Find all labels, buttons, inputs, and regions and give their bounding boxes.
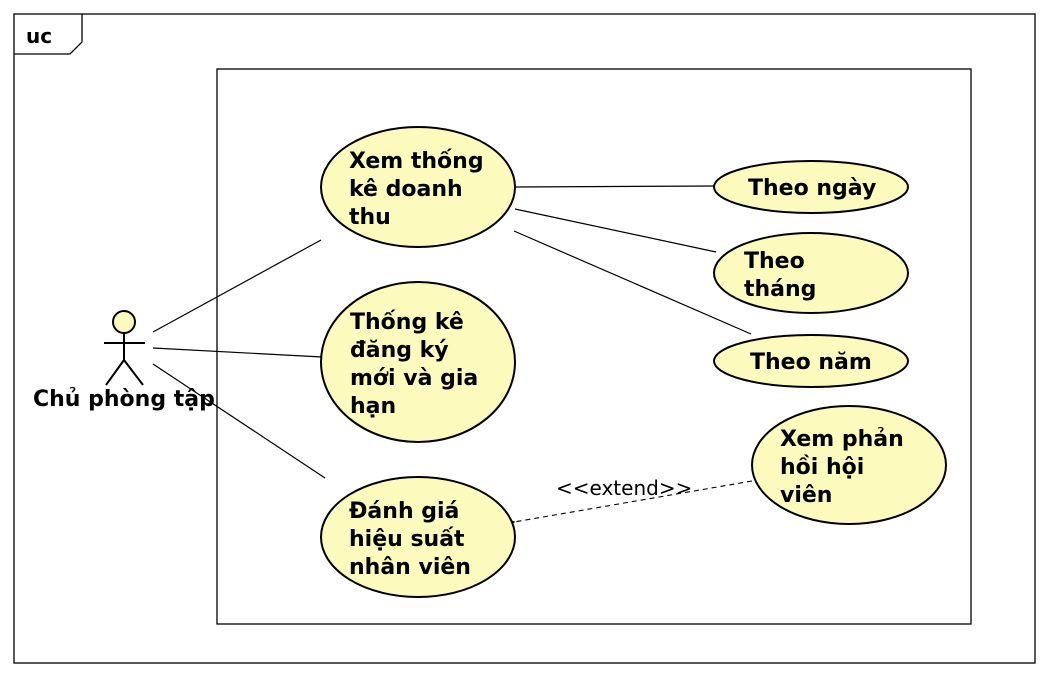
usecase-by-year-line-1: Theo năm	[750, 350, 872, 375]
actor-right-leg	[123, 359, 144, 386]
usecase-staff-performance-line-1: Đánh giá	[349, 499, 459, 524]
usecase-feedback-line-3: viên	[780, 483, 832, 508]
assoc-revenue-year	[513, 230, 752, 335]
usecase-feedback-shape	[751, 405, 947, 525]
usecase-by-day-label: Theo ngày	[748, 176, 876, 201]
usecase-revenue-line-2: kê doanh	[349, 177, 463, 202]
assoc-revenue-month	[514, 208, 717, 253]
extend-arrow	[514, 480, 753, 522]
extend-label: <<extend>>	[556, 476, 692, 500]
usecase-by-day[interactable]: Theo ngày	[713, 160, 909, 214]
usecase-registrations-line-3: mới và gia	[350, 366, 478, 391]
actor-figure	[104, 310, 145, 386]
usecase-by-month-line-1: Theo	[744, 249, 805, 274]
usecase-registrations-line-1: Thống kê	[350, 310, 464, 335]
usecase-registrations-shape	[320, 281, 516, 443]
uc-frame	[13, 13, 1036, 664]
assoc-actor-registrations	[152, 347, 323, 358]
usecase-staff-performance-line-3: nhân viên	[349, 555, 471, 580]
usecase-by-month-label: Theo tháng	[744, 249, 816, 302]
usecase-revenue-label: Xem thống kê doanh thu	[349, 149, 491, 230]
usecase-feedback-line-2: hồi hội	[780, 455, 864, 480]
usecase-feedback[interactable]: Xem phản hồi hội viên	[751, 405, 947, 525]
usecase-revenue-shape	[320, 126, 516, 248]
usecase-registrations-line-2: đăng ký	[350, 338, 449, 363]
usecase-staff-performance-line-2: hiệu suất	[349, 527, 465, 552]
usecase-feedback-label: Xem phản hồi hội viên	[780, 427, 911, 508]
usecase-registrations-line-4: hạn	[350, 394, 396, 419]
usecase-staff-performance[interactable]: Đánh giá hiệu suất nhân viên	[320, 476, 516, 598]
usecase-by-day-line-1: Theo ngày	[748, 176, 876, 201]
usecase-by-year[interactable]: Theo năm	[713, 334, 909, 388]
actor-head	[112, 310, 136, 334]
usecase-staff-performance-shape	[320, 476, 516, 598]
usecase-by-month[interactable]: Theo tháng	[713, 232, 909, 314]
usecase-revenue[interactable]: Xem thống kê doanh thu	[320, 126, 516, 248]
assoc-actor-revenue	[152, 239, 322, 333]
usecase-registrations[interactable]: Thống kê đăng ký mới và gia hạn	[320, 281, 516, 443]
usecase-by-year-shape	[713, 334, 909, 388]
usecase-by-year-label: Theo năm	[750, 350, 872, 375]
assoc-actor-staff-perf	[152, 363, 326, 479]
actor-name: Chủ phòng tập	[33, 387, 215, 412]
usecase-registrations-label: Thống kê đăng ký mới và gia hạn	[350, 310, 486, 419]
usecase-revenue-line-1: Xem thống	[349, 149, 484, 174]
usecase-by-day-shape	[713, 160, 909, 214]
usecase-by-month-line-2: tháng	[744, 277, 816, 302]
system-boundary	[216, 68, 972, 625]
usecase-feedback-line-1: Xem phản	[780, 427, 904, 452]
uc-frame-label: uc	[26, 24, 52, 48]
associations	[152, 185, 752, 479]
usecase-staff-performance-label: Đánh giá hiệu suất nhân viên	[349, 499, 472, 580]
usecase-by-month-shape	[713, 232, 909, 314]
actor-left-leg	[105, 359, 125, 386]
uc-frame-tab	[14, 14, 83, 55]
usecase-revenue-line-3: thu	[349, 205, 391, 230]
assoc-revenue-day	[515, 185, 715, 188]
